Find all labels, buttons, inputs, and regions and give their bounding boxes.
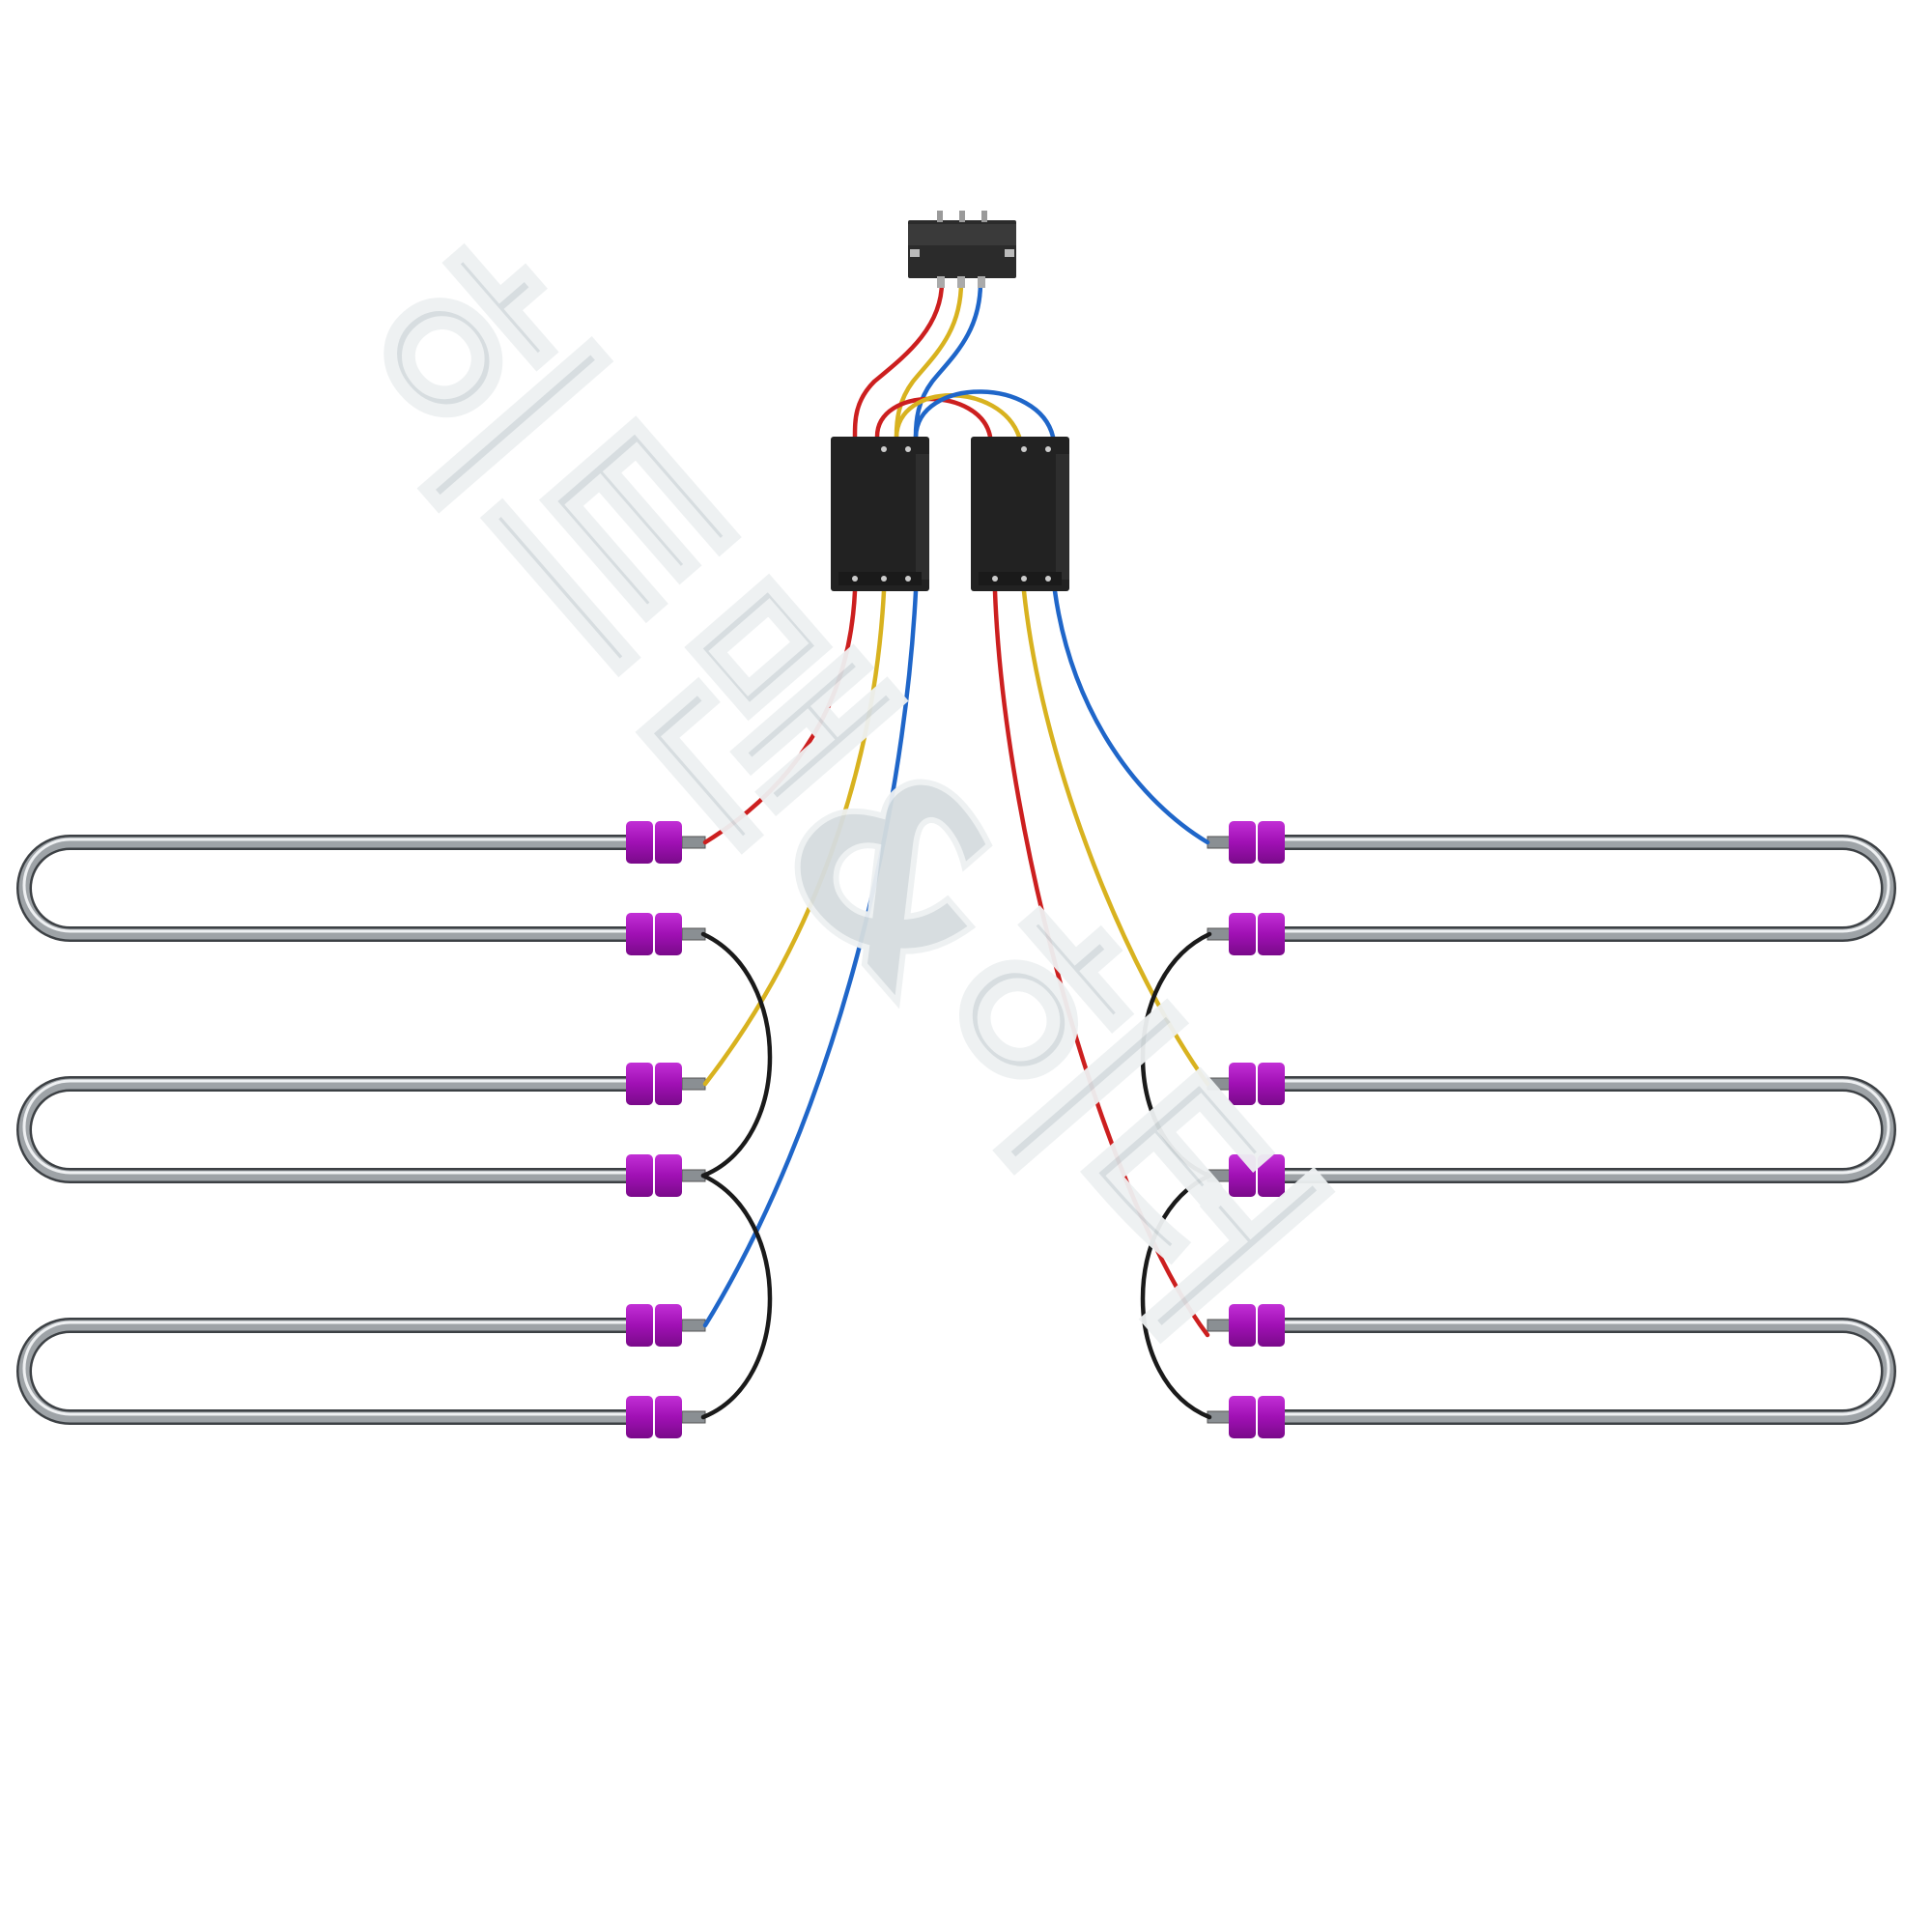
heater-element-5	[1207, 1063, 1896, 1197]
terminal-cap	[1258, 1396, 1285, 1438]
terminal-cap	[1229, 1063, 1256, 1105]
wire-yellow-right	[1021, 588, 1210, 1087]
wire-blue-right	[1052, 588, 1210, 845]
terminal-cap	[1229, 1304, 1256, 1347]
heater-element-2	[16, 1063, 706, 1197]
terminal-cap	[1258, 1063, 1285, 1105]
wire-black-left-2	[700, 1173, 773, 1420]
wire-yellow-main	[894, 279, 964, 440]
wire-black-left-1	[700, 931, 773, 1179]
terminal-cap	[1229, 1154, 1256, 1197]
terminal-cap	[626, 913, 653, 955]
terminal-cap	[655, 1396, 682, 1438]
heater-element-3	[16, 1304, 706, 1438]
terminal-block-icon	[908, 211, 1016, 288]
terminal-cap	[626, 821, 653, 864]
wire-red-right	[992, 588, 1210, 1338]
terminal-cap	[1229, 913, 1256, 955]
terminal-cap	[1258, 1154, 1285, 1197]
wire-blue-main	[913, 279, 983, 440]
wire-blue-jumper	[913, 389, 1056, 440]
terminal-cap	[655, 1304, 682, 1347]
wire-yellow-left	[702, 588, 887, 1087]
wire-red-main	[852, 279, 945, 440]
wire-black-right-2	[1140, 1173, 1212, 1420]
terminal-cap	[1258, 1304, 1285, 1347]
relay-icon	[831, 437, 929, 591]
terminal-cap	[1229, 821, 1256, 864]
wiring	[700, 279, 1212, 1420]
terminal-cap	[655, 913, 682, 955]
terminal-cap	[626, 1396, 653, 1438]
terminal-cap	[1258, 821, 1285, 864]
heater-element-4	[1207, 821, 1896, 955]
terminal-cap	[1229, 1396, 1256, 1438]
wire-red-left	[702, 588, 858, 845]
terminal-cap	[626, 1154, 653, 1197]
terminal-cap	[655, 1154, 682, 1197]
terminal-cap	[655, 1063, 682, 1105]
relay-icon	[971, 437, 1069, 591]
terminal-cap	[626, 1304, 653, 1347]
terminal-cap	[1258, 913, 1285, 955]
heater-element-1	[16, 821, 706, 955]
wire-black-right-1	[1140, 931, 1212, 1179]
terminal-cap	[626, 1063, 653, 1105]
heater-elements	[16, 821, 1896, 1438]
heater-element-6	[1207, 1304, 1896, 1438]
terminal-cap	[655, 821, 682, 864]
